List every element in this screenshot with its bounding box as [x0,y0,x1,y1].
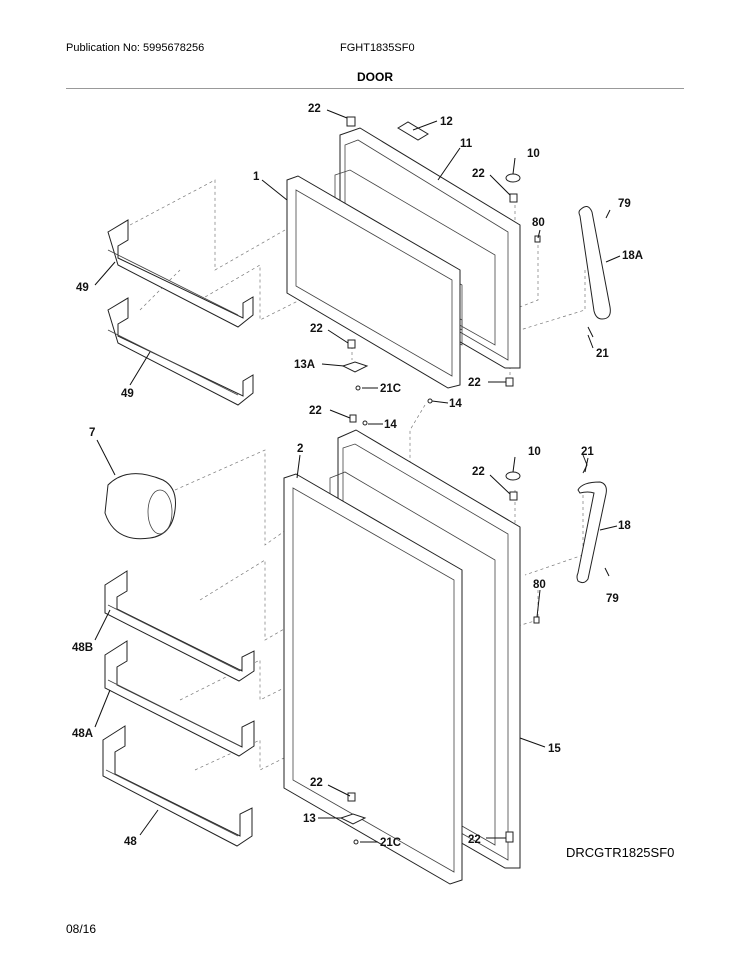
callout-48B: 48B [72,642,93,654]
callout-22: 22 [309,405,322,417]
callout-1: 1 [253,171,260,183]
door-shelf-48B [104,570,255,682]
callout-22: 22 [472,168,485,180]
callout-21: 21 [596,348,609,360]
fresh-food-door-handle [576,481,607,584]
door-shelf-48A [104,640,255,757]
callout-14: 14 [384,419,397,431]
callout-12: 12 [440,116,453,128]
model-number: FGHT1835SF0 [340,42,415,54]
callout-22: 22 [468,377,481,389]
publication-number: Publication No: 5995678256 [66,42,205,54]
callout-13: 13 [303,813,316,825]
callout-7: 7 [89,427,95,439]
freezer-door-handle [578,206,611,320]
callout-22: 22 [308,103,321,115]
fresh-food-gasket [283,473,463,885]
callout-48: 48 [124,836,137,848]
callout-22: 22 [310,777,323,789]
label-12-part [397,121,429,141]
freezer-gasket [286,175,461,389]
callout-22: 22 [468,834,481,846]
callout-79: 79 [606,593,619,605]
callout-18A: 18A [622,250,643,262]
callout-79: 79 [618,198,631,210]
callout-15: 15 [548,743,561,755]
callout-labels: 22 12 11 10 22 1 80 79 18A 49 49 22 13A … [72,103,643,849]
callout-49: 49 [76,282,89,294]
dairy-bin [104,473,176,540]
callout-49: 49 [121,388,134,400]
freezer-hardware [341,116,611,426]
fresh-food-hardware [339,454,610,845]
callout-10: 10 [528,446,541,458]
callout-14: 14 [449,398,462,410]
callout-2: 2 [297,443,303,455]
callout-48A: 48A [72,728,93,740]
publication-date: 08/16 [66,922,97,936]
freezer-shelf-upper [107,219,254,328]
callout-22: 22 [310,323,323,335]
header-divider [66,88,684,89]
callout-13A: 13A [294,359,315,371]
section-title: DOOR [357,70,393,84]
freezer-shelf-lower [107,297,254,406]
callout-80: 80 [532,217,545,229]
callout-80: 80 [533,579,546,591]
callout-11: 11 [460,138,473,150]
callout-21C: 21C [380,383,401,395]
callout-10: 10 [527,148,540,160]
callout-21C: 21C [380,837,401,849]
diagram-code: DRCGTR1825SF0 [566,845,675,860]
door-shelf-48 [102,725,253,847]
callout-22: 22 [472,466,485,478]
callout-21: 21 [581,446,594,458]
callout-18: 18 [618,520,631,532]
callout-leaders [94,109,621,843]
